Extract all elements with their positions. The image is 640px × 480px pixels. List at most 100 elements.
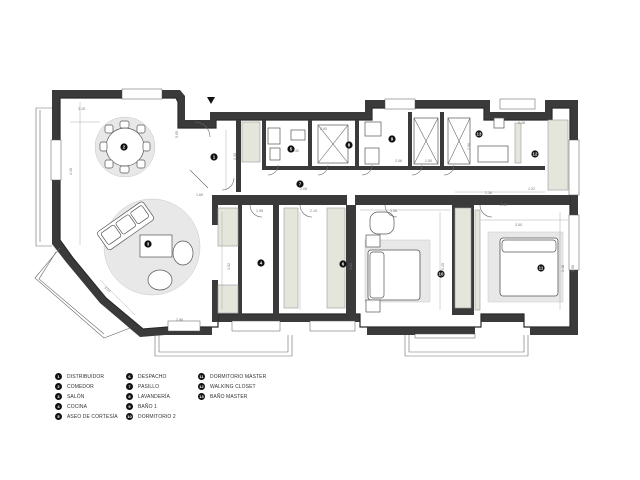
legend-item-12: 12 WALKING CLOSET (198, 382, 256, 391)
legend-item-13: 13 BAÑO MASTER (198, 392, 248, 401)
svg-text:7: 7 (299, 182, 302, 187)
room-marker-9: 9 (388, 135, 396, 143)
dim-label: 2.15 (310, 209, 317, 213)
dim-label: 2.40 (292, 149, 299, 153)
legend-item-7: 7 PASILLO (126, 382, 159, 391)
svg-text:10: 10 (439, 272, 444, 277)
legend-label: BAÑO 1 (138, 403, 157, 410)
svg-text:11: 11 (539, 266, 544, 271)
legend-item-2: 2 COMEDOR (55, 382, 94, 391)
dim-label: 3.58 (571, 265, 575, 272)
svg-text:6: 6 (342, 262, 345, 267)
room-marker-4: 4 (257, 259, 265, 267)
room-markers: 1 2 3 4 5 6 7 8 9 10 11 12 13 (120, 130, 545, 278)
room-number-marker-icon: 5 (55, 413, 62, 420)
dim-label: 1.50 (425, 159, 432, 163)
dim-label: 4.15 (69, 168, 73, 175)
legend-item-4: 4 COCINA (55, 402, 87, 411)
legend-label: DISTRIBUIDOR (67, 373, 105, 380)
legend-label: WALKING CLOSET (210, 383, 256, 390)
svg-text:1: 1 (213, 155, 216, 160)
legend-item-11: 11 DORMITORIO MASTER (198, 372, 266, 381)
dimension-labels: 3.15 5.05 4.15 3.53 1.65 2.86 3.30 1.95 … (69, 107, 575, 322)
legend-label: DORMITORIO 2 (138, 413, 176, 420)
room-marker-2: 2 (120, 143, 128, 151)
legend-item-3: 3 SALÓN (55, 392, 84, 401)
room-number-marker-icon: 2 (55, 383, 62, 390)
legend-label: COMEDOR (67, 383, 94, 390)
svg-text:3: 3 (147, 242, 150, 247)
bathroom-fixtures (267, 117, 509, 165)
legend-label: ASEO DE CORTESÍA (67, 413, 118, 420)
room-number-marker-icon: 1 (55, 373, 62, 380)
dim-label: 3.53 (103, 286, 111, 294)
room-marker-5: 5 (287, 145, 295, 153)
dim-label: 2.06 (467, 143, 471, 150)
dim-label: 1.95 (256, 209, 263, 213)
room-marker-1: 1 (210, 153, 218, 161)
bedroom-2-furniture (364, 211, 431, 313)
master-bedroom-furniture (487, 231, 564, 303)
room-number-marker-icon: 8 (126, 393, 133, 400)
room-number-marker-icon: 6 (126, 373, 133, 380)
room-marker-11: 11 (537, 264, 545, 272)
dim-label: 2.06 (395, 159, 402, 163)
room-marker-6: 6 (339, 260, 347, 268)
dim-label: 1.22 (528, 187, 535, 191)
legend-label: COCINA (67, 403, 88, 410)
room-marker-13: 13 (475, 130, 483, 138)
legend-item-5: 5 ASEO DE CORTESÍA (55, 412, 118, 421)
windows (50, 88, 580, 339)
dim-label: 3.48 (561, 265, 565, 272)
room-marker-8: 8 (345, 141, 353, 149)
room-number-marker-icon: 10 (126, 413, 133, 420)
dim-label: 2.60 (320, 127, 327, 131)
room-number-marker-icon: 11 (198, 373, 205, 380)
legend-label: LAVANDERÍA (138, 393, 170, 400)
dim-label: 3.61 (349, 263, 353, 270)
room-number-marker-icon: 12 (198, 383, 205, 390)
room-number-marker-icon: 3 (55, 393, 62, 400)
room-marker-3: 3 (144, 240, 152, 248)
room-number-marker-icon: 7 (126, 383, 133, 390)
doors (189, 121, 493, 218)
terrace-bottom (154, 335, 529, 357)
dim-label: 2.08 (300, 187, 307, 191)
entrance-arrow-icon (207, 97, 215, 104)
svg-text:13: 13 (477, 132, 482, 137)
legend-label: DESPACHO (138, 373, 167, 380)
dim-label: 2.38 (518, 121, 525, 125)
svg-text:4: 4 (260, 261, 263, 266)
svg-text:8: 8 (348, 143, 351, 148)
legend-label: SALÓN (67, 393, 85, 400)
room-marker-12: 12 (531, 150, 539, 158)
room-marker-10: 10 (437, 270, 445, 278)
terrace-left (34, 107, 131, 339)
legend-label: PASILLO (138, 383, 160, 390)
svg-text:12: 12 (533, 152, 538, 157)
legend-item-10: 10 DORMITORIO 2 (126, 412, 176, 421)
legend-item-1: 1 DISTRIBUIDOR (55, 372, 104, 381)
dim-label: 2.36 (485, 191, 492, 195)
room-number-marker-icon: 4 (55, 403, 62, 410)
dim-label: 3.50 (515, 223, 522, 227)
dim-label: 3.52 (227, 263, 231, 270)
legend-item-6: 6 DESPACHO (126, 372, 167, 381)
legend-label: DORMITORIO MASTER (210, 373, 267, 380)
dim-label: 3.30 (233, 153, 237, 160)
dimension-lines (70, 102, 568, 316)
dim-label: 2.40 (500, 203, 507, 207)
cabinetry (217, 119, 569, 314)
legend-label: BAÑO MASTER (210, 393, 248, 400)
dim-label: 2.86 (176, 318, 183, 322)
legend-item-8: 8 LAVANDERÍA (126, 392, 170, 401)
room-number-marker-icon: 13 (198, 393, 205, 400)
dim-label: 1.65 (196, 193, 203, 197)
room-number-marker-icon: 9 (126, 403, 133, 410)
dim-label: 5.05 (175, 131, 179, 138)
living-furniture (97, 198, 201, 296)
dim-label: 3.58 (390, 209, 397, 213)
svg-text:5: 5 (290, 147, 293, 152)
svg-text:9: 9 (391, 137, 394, 142)
